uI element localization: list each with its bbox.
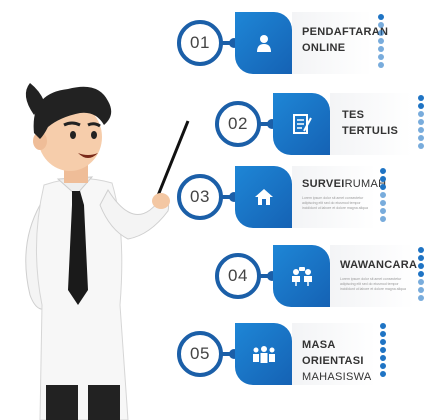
step-icon-tab — [235, 12, 292, 74]
step-panel: PENDAFTARAN ONLINE — [292, 12, 388, 74]
step-title-line1: MASA ORIENTASI — [302, 339, 364, 367]
step-panel: WAWANCARA Lorem ipsum dolor sit amet con… — [330, 245, 418, 307]
connector-dot — [267, 271, 277, 281]
step-title-line1: PENDAFTARAN — [302, 26, 389, 38]
step-title-line2: ONLINE — [302, 42, 346, 54]
group-icon — [235, 323, 292, 385]
step-04: 04 WAWANCARA Lorem ipsum dolor sit amet … — [215, 245, 429, 307]
side-indicator — [418, 95, 424, 151]
step-title-line1: TES — [342, 109, 365, 121]
connector-dot — [229, 349, 239, 359]
connector-dot — [267, 119, 277, 129]
interview-icon — [273, 245, 330, 307]
side-indicator — [378, 14, 384, 70]
step-title-thin: RUMAH — [344, 178, 387, 190]
step-number-circle: 03 — [177, 174, 223, 220]
step-number-circle: 05 — [177, 331, 223, 377]
step-title-line2: MAHASISWA — [302, 371, 372, 383]
step-number: 05 — [190, 344, 210, 363]
step-panel: SURVEIRUMAH Lorem ipsum dolor sit amet c… — [292, 166, 386, 228]
step-description: Lorem ipsum dolor sit amet consectetur a… — [302, 196, 368, 210]
step-icon-tab — [235, 323, 292, 385]
side-indicator — [418, 247, 424, 303]
person-icon — [235, 12, 292, 74]
step-icon-tab — [273, 93, 330, 155]
step-number: 01 — [190, 33, 210, 52]
step-number-circle: 04 — [215, 253, 261, 299]
step-icon-tab — [273, 245, 330, 307]
step-05: 05 MASA ORIENTASI MAHASISWA — [177, 323, 429, 385]
test-sheet-icon — [273, 93, 330, 155]
step-number-circle: 02 — [215, 101, 261, 147]
step-description: Lorem ipsum dolor sit amet consectetur a… — [340, 277, 406, 291]
side-indicator — [380, 168, 386, 224]
step-number-circle: 01 — [177, 20, 223, 66]
step-number: 04 — [228, 266, 248, 285]
step-title-line2: TERTULIS — [342, 125, 399, 137]
step-03: 03 SURVEIRUMAH Lorem ipsum dolor sit ame… — [177, 166, 429, 228]
home-icon — [235, 166, 292, 228]
presenter-illustration — [25, 83, 190, 420]
step-panel: TES TERTULIS — [330, 93, 412, 155]
step-02: 02 TES TERTULIS — [215, 93, 429, 155]
connector-dot — [229, 38, 239, 48]
side-indicator — [380, 323, 386, 379]
step-number: 03 — [190, 187, 210, 206]
step-title-line1: WAWANCARA — [340, 259, 418, 271]
step-panel: MASA ORIENTASI MAHASISWA — [292, 323, 376, 385]
pointer-stick — [155, 120, 190, 199]
connector-dot — [229, 192, 239, 202]
step-icon-tab — [235, 166, 292, 228]
step-title-bold: SURVEI — [302, 178, 345, 190]
step-01: 01 PENDAFTARAN ONLINE — [177, 12, 427, 74]
step-number: 02 — [228, 114, 248, 133]
